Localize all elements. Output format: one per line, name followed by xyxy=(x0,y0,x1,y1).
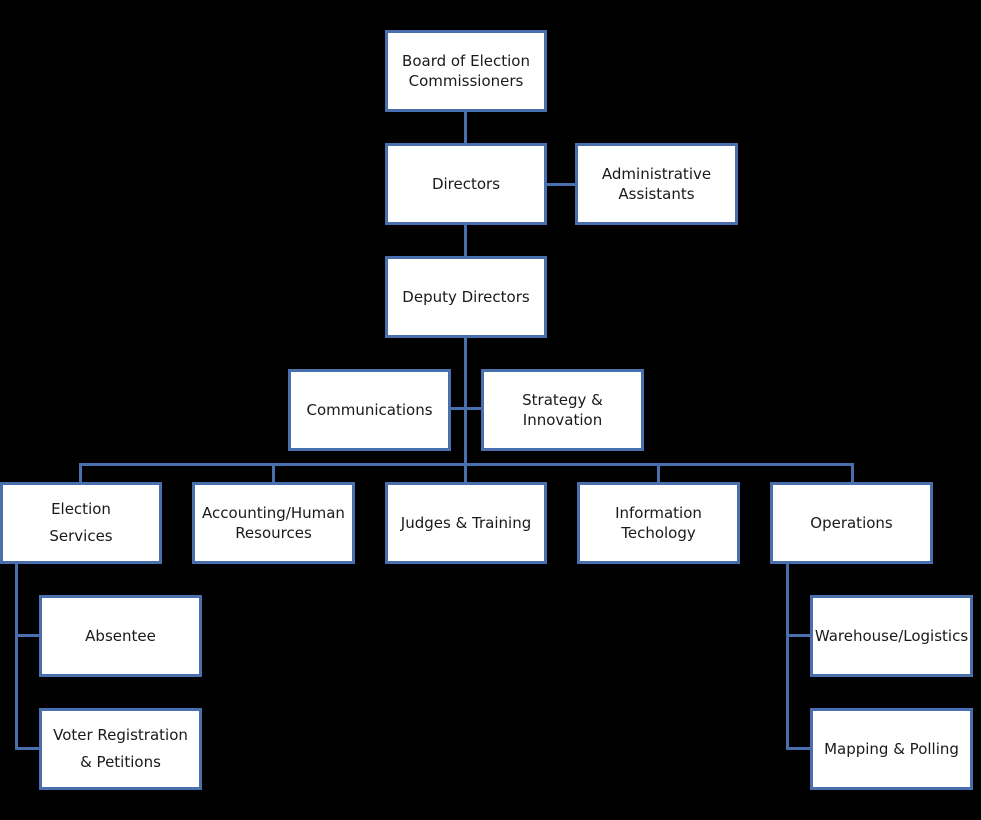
node-absentee: Absentee xyxy=(39,595,202,677)
connector-to-absentee xyxy=(15,634,41,637)
connector-directors-assistants xyxy=(545,183,576,186)
connector-drop-judges xyxy=(464,463,467,483)
connector-drop-operations xyxy=(851,463,854,483)
node-warehouse-logistics: Warehouse/Logistics xyxy=(810,595,973,677)
node-election-services: Election Services xyxy=(0,482,162,564)
connector-drop-accounting xyxy=(272,463,275,483)
connector-drop-it xyxy=(657,463,660,483)
node-strategy-innovation: Strategy & Innovation xyxy=(481,369,644,451)
connector-drop-election-services xyxy=(79,463,82,483)
connector-directors-deputy xyxy=(464,223,467,257)
node-administrative-assistants: Administrative Assistants xyxy=(575,143,738,225)
connector-to-warehouse xyxy=(786,634,811,637)
node-operations: Operations xyxy=(770,482,933,564)
node-mapping-polling: Mapping & Polling xyxy=(810,708,973,790)
connector-to-mapping xyxy=(786,747,811,750)
connector-election-services-spine xyxy=(15,562,18,750)
connector-board-directors xyxy=(464,110,467,144)
connector-operations-spine xyxy=(786,562,789,750)
node-board: Board of Election Commissioners xyxy=(385,30,547,112)
connector-deputy-trunk xyxy=(464,336,467,465)
node-directors: Directors xyxy=(385,143,547,225)
node-communications: Communications xyxy=(288,369,451,451)
node-deputy-directors: Deputy Directors xyxy=(385,256,547,338)
connector-to-voter-registration xyxy=(15,747,41,750)
node-information-technology: Information Techology xyxy=(577,482,740,564)
connector-staff-branch xyxy=(449,407,483,410)
node-voter-registration-petitions: Voter Registration & Petitions xyxy=(39,708,202,790)
node-judges-training: Judges & Training xyxy=(385,482,547,564)
node-accounting-human-resources: Accounting/Human Resources xyxy=(192,482,355,564)
